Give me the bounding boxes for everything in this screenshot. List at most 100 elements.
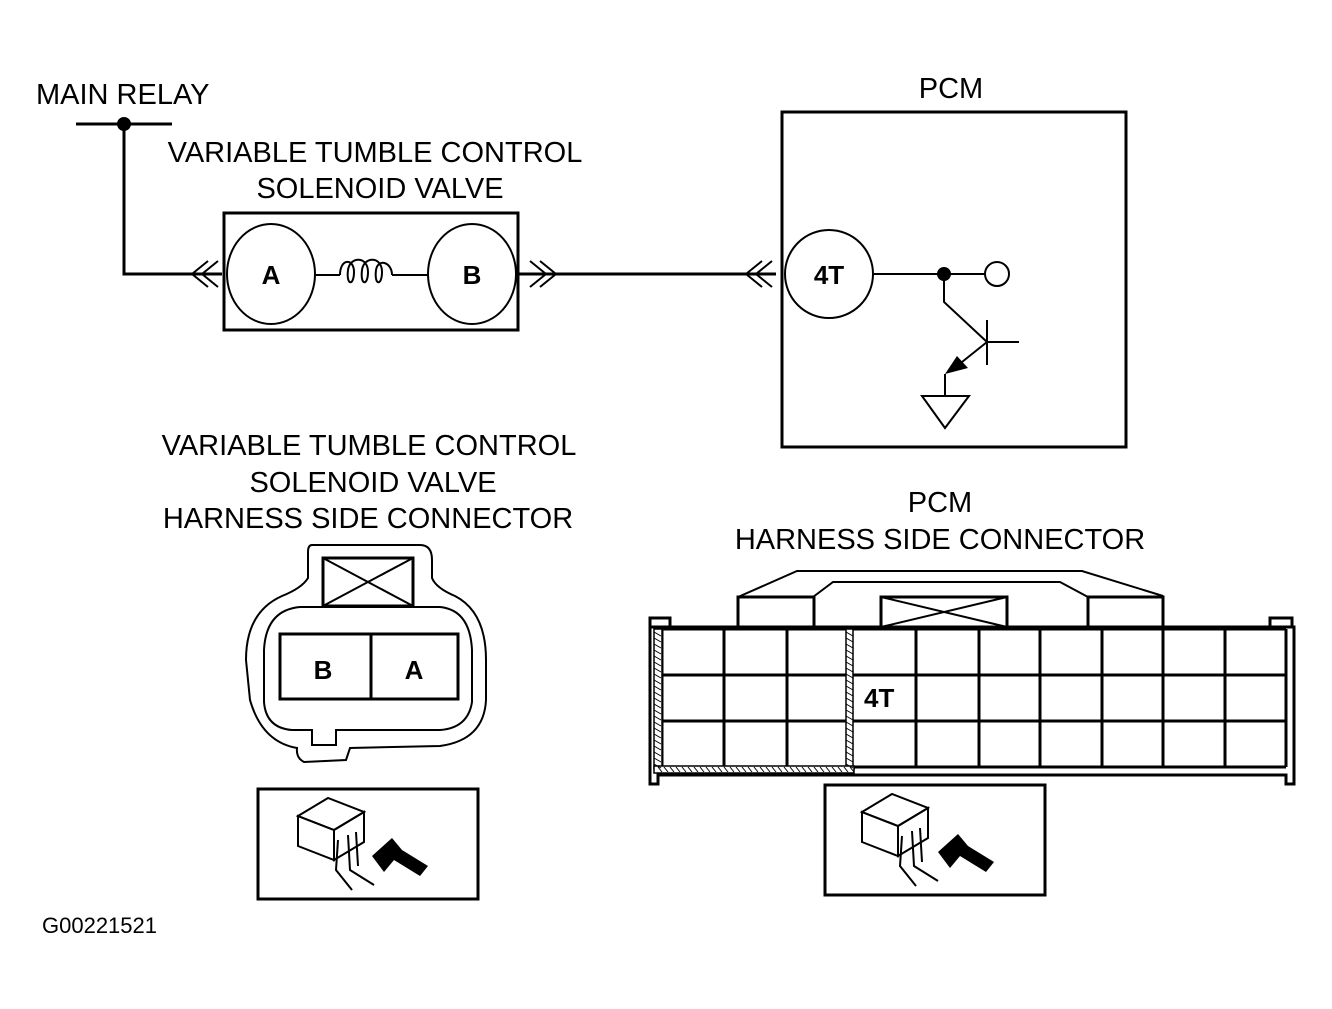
hatch-mark [653, 709, 662, 715]
hatch-mark [845, 679, 854, 685]
hatch-mark [723, 766, 729, 773]
pcm-box [780, 110, 1128, 449]
hatch-mark [765, 766, 771, 773]
solenoid-connector-pin-a: A [405, 655, 424, 685]
hatch-mark [831, 766, 837, 773]
hatch-mark [845, 685, 854, 691]
pcm-connector-terminal-4t: 4T [864, 683, 894, 713]
hatch-mark [711, 766, 717, 773]
solenoid-title-line2: SOLENOID VALVE [256, 173, 503, 205]
hatch-mark [729, 766, 735, 773]
hatch-mark [801, 766, 807, 773]
hatch-mark [663, 766, 669, 773]
connector-arrow-a [190, 260, 219, 288]
hatch-mark [653, 643, 662, 649]
solenoid-connector-face [244, 544, 487, 764]
hatch-mark [653, 697, 662, 703]
hatch-mark [653, 661, 662, 667]
hatch-mark [845, 649, 854, 655]
pcm-connector-title-line2: HARNESS SIDE CONNECTOR [735, 524, 1145, 556]
hatch-mark [795, 766, 801, 773]
hatch-mark [807, 766, 813, 773]
harness-side-view-icon [256, 787, 480, 901]
hatch-mark [653, 721, 662, 727]
hatch-mark [845, 745, 854, 751]
hatch-mark [849, 766, 855, 773]
hatch-mark [653, 691, 662, 697]
hatched-wall [653, 765, 855, 774]
transistor-icon [943, 274, 1019, 396]
hatch-mark [771, 766, 777, 773]
pcm-harness-side-view-icon [823, 783, 1047, 897]
hatch-mark [735, 766, 741, 773]
hatch-mark [845, 643, 854, 649]
hatch-mark [681, 766, 687, 773]
hatch-mark [813, 766, 819, 773]
hatch-mark [653, 667, 662, 673]
hatch-mark [653, 739, 662, 745]
hatch-mark [783, 766, 789, 773]
hatch-mark [705, 766, 711, 773]
hatch-mark [653, 631, 662, 637]
solenoid-pin-a-label: A [262, 260, 281, 290]
hatch-mark [653, 685, 662, 691]
figure-id: G00221521 [42, 913, 157, 938]
hatch-mark [837, 766, 843, 773]
relay-to-solenoid-wire [122, 124, 222, 276]
hatch-mark [653, 727, 662, 733]
ground-icon [920, 395, 971, 430]
hatch-mark [845, 721, 854, 727]
hatch-mark [675, 766, 681, 773]
hatch-mark [845, 709, 854, 715]
hatch-mark [845, 691, 854, 697]
hatch-mark [653, 655, 662, 661]
hatch-mark [759, 766, 765, 773]
hatch-mark [653, 715, 662, 721]
hatch-mark [741, 766, 747, 773]
hatch-mark [845, 703, 854, 709]
connector-arrow-4t [744, 260, 773, 288]
hatch-mark [653, 703, 662, 709]
hatch-mark [845, 637, 854, 643]
hatch-mark [717, 766, 723, 773]
hatch-mark [845, 727, 854, 733]
pcm-title: PCM [919, 73, 983, 105]
pcm-connector-grid [653, 627, 1288, 774]
solenoid-connector-title-line2: SOLENOID VALVE [249, 467, 496, 499]
hatch-mark [653, 733, 662, 739]
hatch-mark [669, 766, 675, 773]
hatch-mark [653, 751, 662, 757]
hatch-mark [653, 649, 662, 655]
hatch-mark [845, 715, 854, 721]
hatch-mark [699, 766, 705, 773]
hatch-mark [825, 766, 831, 773]
hatch-mark [845, 697, 854, 703]
hatch-mark [653, 763, 662, 769]
hatch-mark [819, 766, 825, 773]
hatch-mark [845, 751, 854, 757]
hatch-mark [845, 739, 854, 745]
hatch-mark [845, 763, 854, 769]
hatch-mark [653, 679, 662, 685]
pcm-test-point [984, 261, 1010, 287]
hatch-mark [845, 661, 854, 667]
hatch-mark [693, 766, 699, 773]
solenoid-valve-box [222, 211, 520, 332]
hatch-mark [845, 673, 854, 679]
hatch-mark [657, 766, 663, 773]
coil-icon [315, 258, 428, 284]
hatch-mark [653, 757, 662, 763]
hatch-mark [653, 745, 662, 751]
pcm-terminal-4t-label: 4T [814, 260, 844, 290]
solenoid-pin-b-label: B [463, 260, 482, 290]
solenoid-connector-title-line1: VARIABLE TUMBLE CONTROL [162, 430, 577, 462]
hatch-mark [777, 766, 783, 773]
hatch-mark [653, 637, 662, 643]
hatch-mark [687, 766, 693, 773]
pcm-connector-housing [648, 570, 1296, 786]
hatch-mark [845, 667, 854, 673]
hatch-mark [845, 733, 854, 739]
hatch-mark [653, 673, 662, 679]
solenoid-connector-pin-b: B [314, 655, 333, 685]
